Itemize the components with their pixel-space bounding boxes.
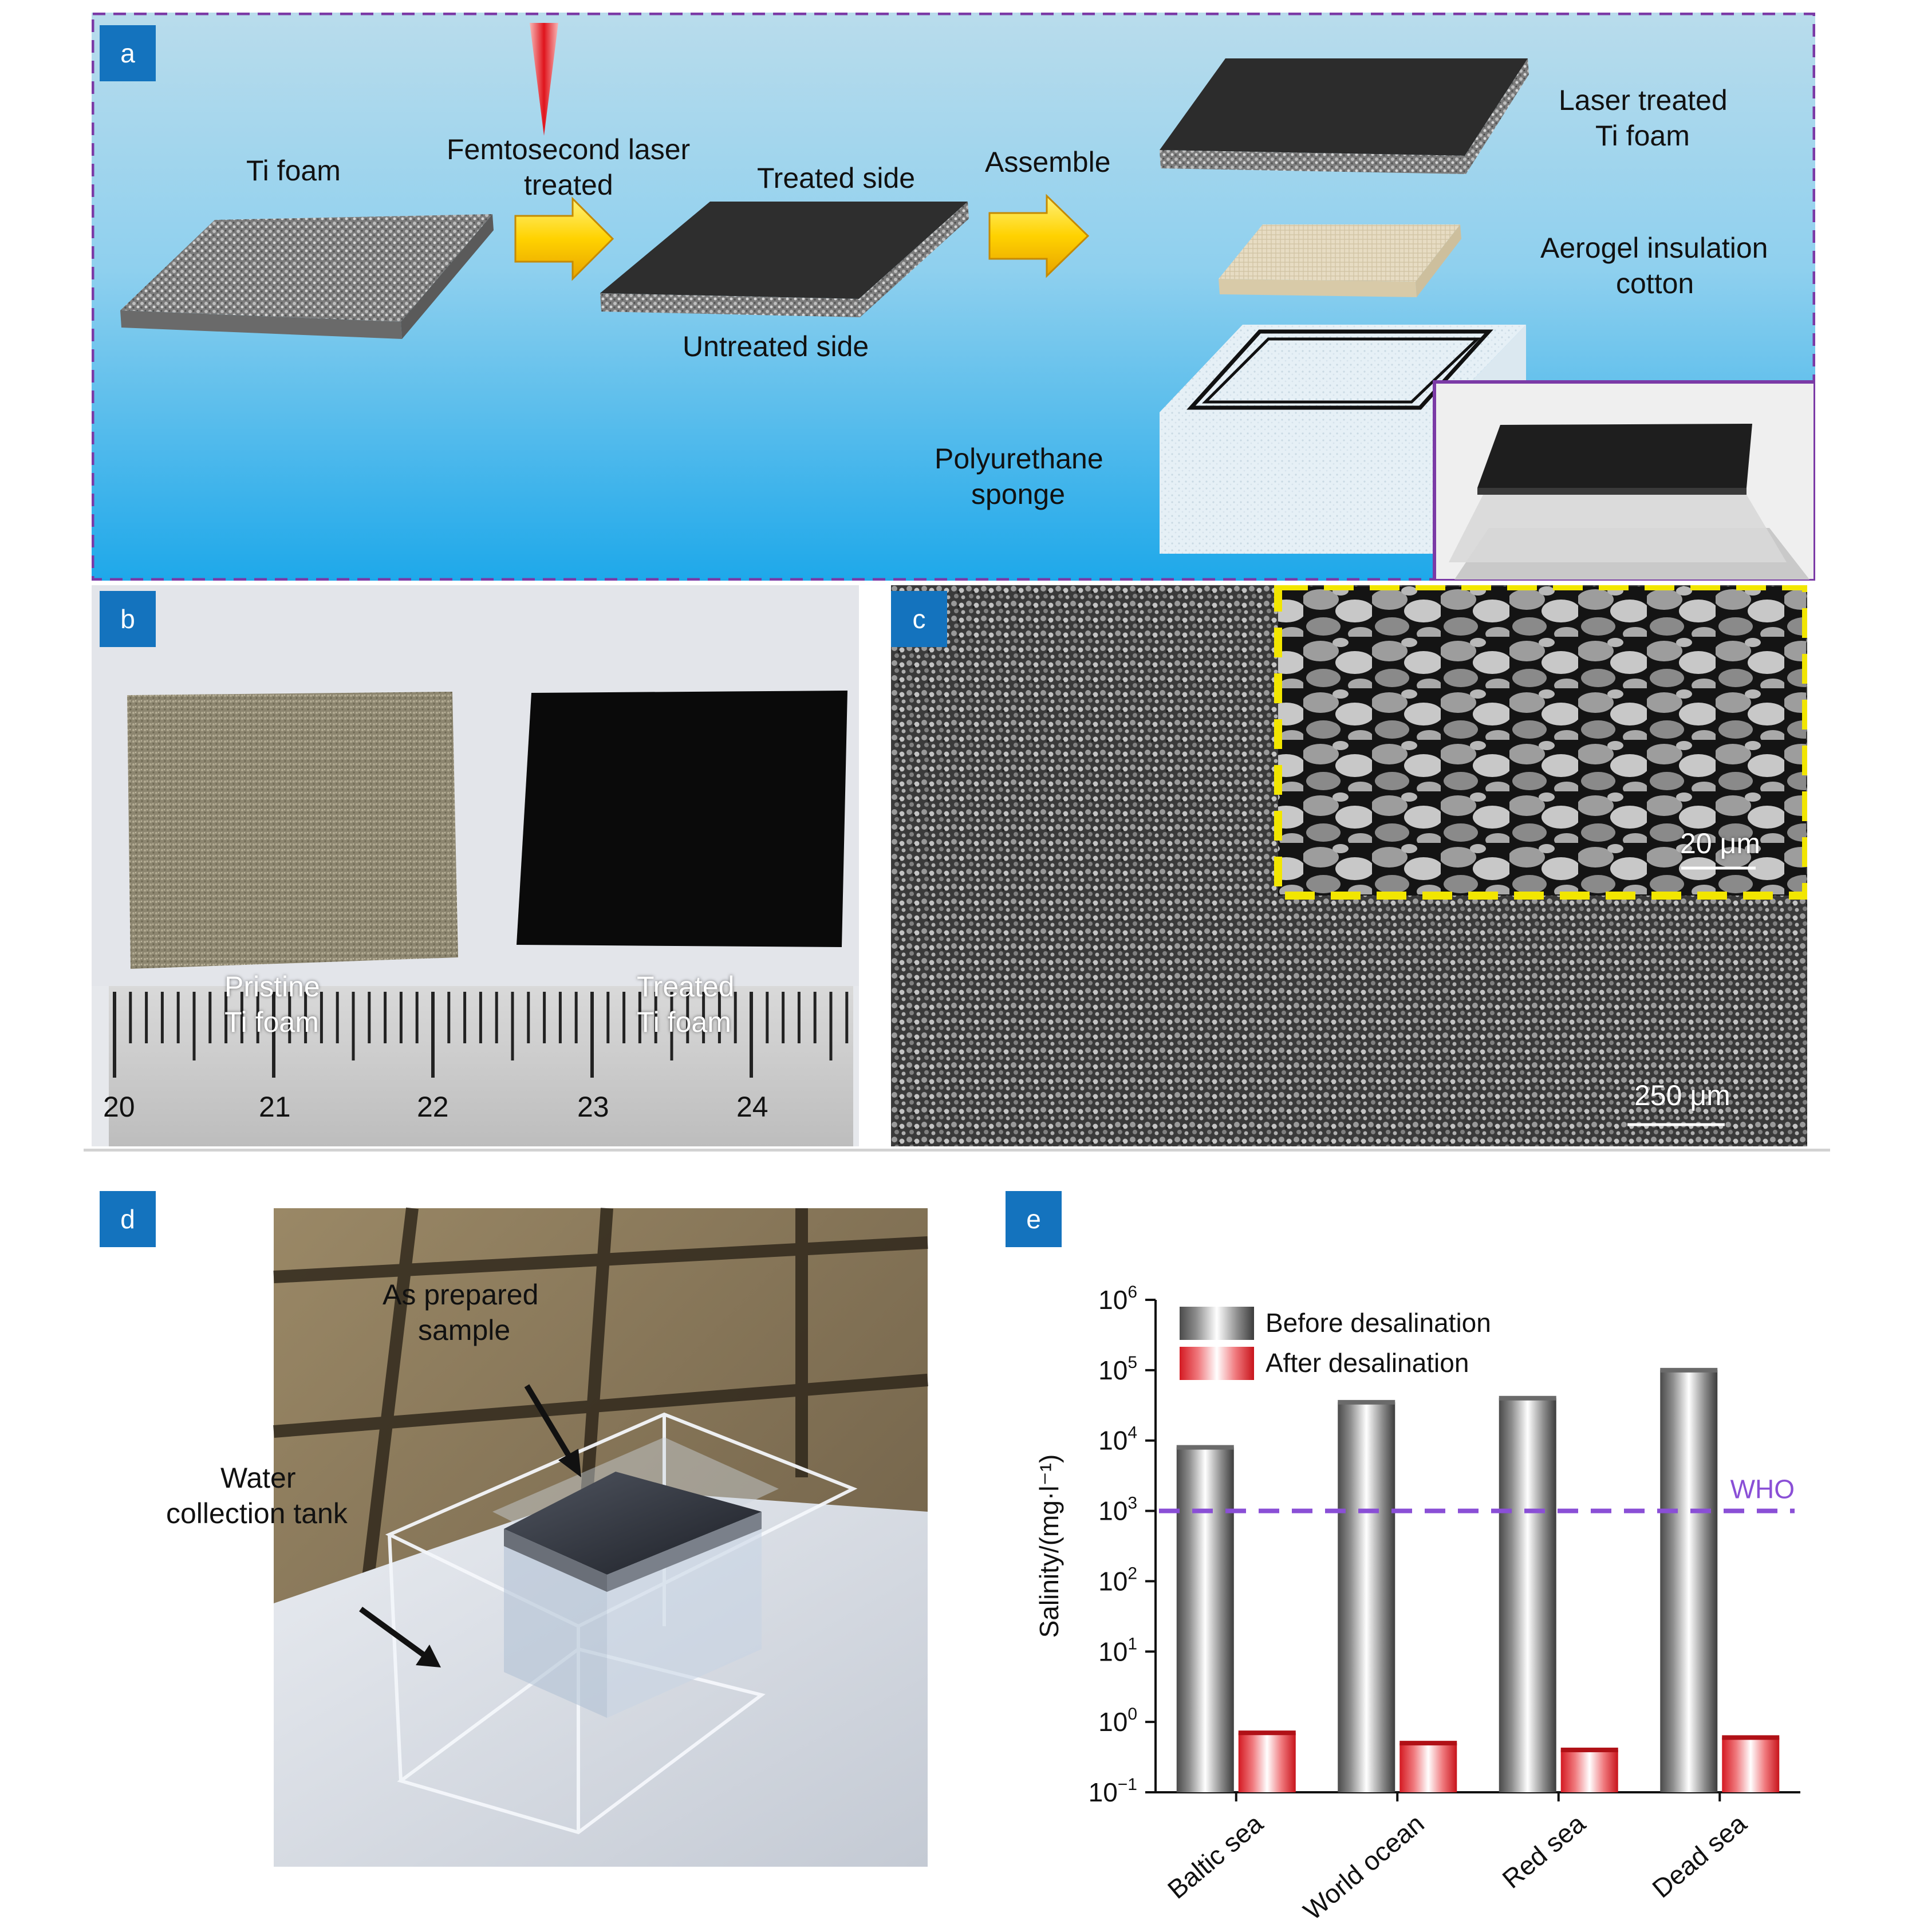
stack-aerogel-cotton — [1219, 224, 1461, 297]
y-tick-label: 102 — [1098, 1564, 1137, 1596]
label-assemble: Assemble — [985, 146, 1111, 178]
process-arrow-1 — [514, 196, 614, 281]
bar-before-desalination — [1499, 1398, 1556, 1792]
legend-swatch — [1180, 1347, 1254, 1380]
bar-cap — [1338, 1399, 1395, 1405]
label-pristine-line1: Pristine — [224, 971, 320, 1003]
panel-b-photo — [92, 585, 859, 1146]
label-laser-line1: Femtosecond laser — [447, 133, 691, 165]
y-tick-label: 101 — [1098, 1634, 1137, 1666]
legend-label: After desalination — [1265, 1348, 1469, 1378]
treated-foam-slab — [600, 202, 969, 317]
who-reference-label: WHO — [1730, 1474, 1795, 1504]
bar-before-desalination — [1338, 1402, 1395, 1792]
inset-scale-label: 20 μm — [1680, 827, 1760, 859]
label-pu-line1: Polyurethane — [935, 443, 1103, 475]
label-ti-foam: Ti foam — [246, 155, 341, 187]
assembled-device-photo — [1433, 380, 1815, 581]
label-untreated-side: Untreated side — [683, 330, 869, 362]
section-divider — [84, 1149, 1830, 1152]
bar-after-desalination — [1399, 1743, 1457, 1792]
treated-foam-sample — [517, 691, 847, 947]
label-sample-line2: sample — [418, 1314, 511, 1346]
laser-beam — [530, 23, 558, 136]
bar-cap — [1560, 1748, 1618, 1753]
label-treated-line2: Ti foam — [637, 1006, 731, 1038]
label-pristine-line2: Ti foam — [224, 1006, 319, 1038]
panel-a-illustration — [92, 13, 1815, 581]
ruler-number: 22 — [417, 1091, 449, 1123]
sem-zoom-inset — [1278, 586, 1806, 896]
pristine-foam-sample — [127, 692, 458, 969]
panel-c-badge: c — [891, 591, 947, 647]
bar-cap — [1660, 1367, 1718, 1373]
y-tick-label: 10−1 — [1089, 1775, 1137, 1807]
panel-c-sem-image — [891, 585, 1807, 1146]
panel-a: a Ti foam Femtosecond laser treated Trea… — [92, 13, 1815, 581]
bar-before-desalination — [1660, 1370, 1718, 1792]
bar-after-desalination — [1722, 1737, 1780, 1792]
ruler-number: 21 — [259, 1091, 291, 1123]
label-pu-line2: sponge — [971, 478, 1066, 510]
x-tick-label: World ocean — [1298, 1808, 1430, 1926]
bar-after-desalination — [1238, 1733, 1296, 1792]
bar-before-desalination — [1176, 1447, 1234, 1792]
bar-after-desalination — [1560, 1750, 1618, 1792]
y-tick-label: 106 — [1098, 1283, 1137, 1315]
main-scale-label: 250 μm — [1634, 1079, 1730, 1111]
ruler-number: 20 — [103, 1091, 135, 1123]
ruler-number: 24 — [736, 1091, 768, 1123]
label-sample-line1: As prepared — [383, 1279, 539, 1311]
y-tick-label: 100 — [1098, 1705, 1137, 1737]
x-tick-label: Dead sea — [1646, 1808, 1752, 1904]
panel-d-badge: d — [100, 1191, 156, 1247]
x-tick-label: Baltic sea — [1162, 1808, 1269, 1905]
y-tick-label: 105 — [1098, 1353, 1137, 1385]
legend-label: Before desalination — [1265, 1308, 1491, 1338]
label-treated-line1: Treated — [637, 971, 735, 1003]
y-tick-label: 104 — [1098, 1424, 1137, 1456]
bar-cap — [1399, 1741, 1457, 1746]
label-laser-ti-line1: Laser treated — [1559, 84, 1728, 116]
label-tank-line1: Water — [220, 1462, 296, 1494]
panel-d-photo — [273, 1207, 928, 1867]
ti-foam-slab — [120, 214, 494, 339]
salinity-chart: 10−1 100 101 102 103 104 105 106Salinity/(mg·l⁻… — [1034, 1283, 1800, 1926]
panel-b-badge: b — [100, 591, 156, 647]
panel-b: b Pristine Ti foam Treated Ti foam 20 21… — [92, 585, 859, 1146]
bar-cap — [1722, 1735, 1780, 1740]
x-tick-label: Red sea — [1496, 1808, 1591, 1894]
label-laser-ti-line2: Ti foam — [1595, 120, 1690, 152]
process-arrow-2 — [988, 194, 1090, 278]
arrow-to-tank — [359, 1606, 441, 1667]
label-tank-line2: collection tank — [166, 1497, 348, 1529]
prepared-sample — [504, 1472, 762, 1575]
ruler-number: 23 — [577, 1091, 609, 1123]
label-aerogel-line1: Aerogel insulation — [1540, 232, 1768, 264]
panel-d: d As prepared sample Water collection ta… — [92, 1191, 939, 1878]
label-aerogel-line2: cotton — [1616, 267, 1694, 299]
y-axis-label: Salinity/(mg·l⁻¹) — [1034, 1454, 1064, 1638]
bar-cap — [1176, 1445, 1234, 1450]
legend-swatch — [1180, 1307, 1254, 1340]
bar-cap — [1238, 1730, 1296, 1736]
arrow-to-sample — [524, 1384, 581, 1477]
panel-c: c 20 μm 250 μm — [891, 585, 1807, 1146]
stack-ti-foam — [1160, 58, 1529, 174]
bar-cap — [1499, 1395, 1556, 1401]
panel-e-badge: e — [1006, 1191, 1062, 1247]
label-laser-line2: treated — [524, 169, 613, 201]
panel-a-badge: a — [100, 25, 156, 81]
y-tick-label: 103 — [1098, 1494, 1137, 1526]
label-treated-side: Treated side — [757, 162, 916, 194]
